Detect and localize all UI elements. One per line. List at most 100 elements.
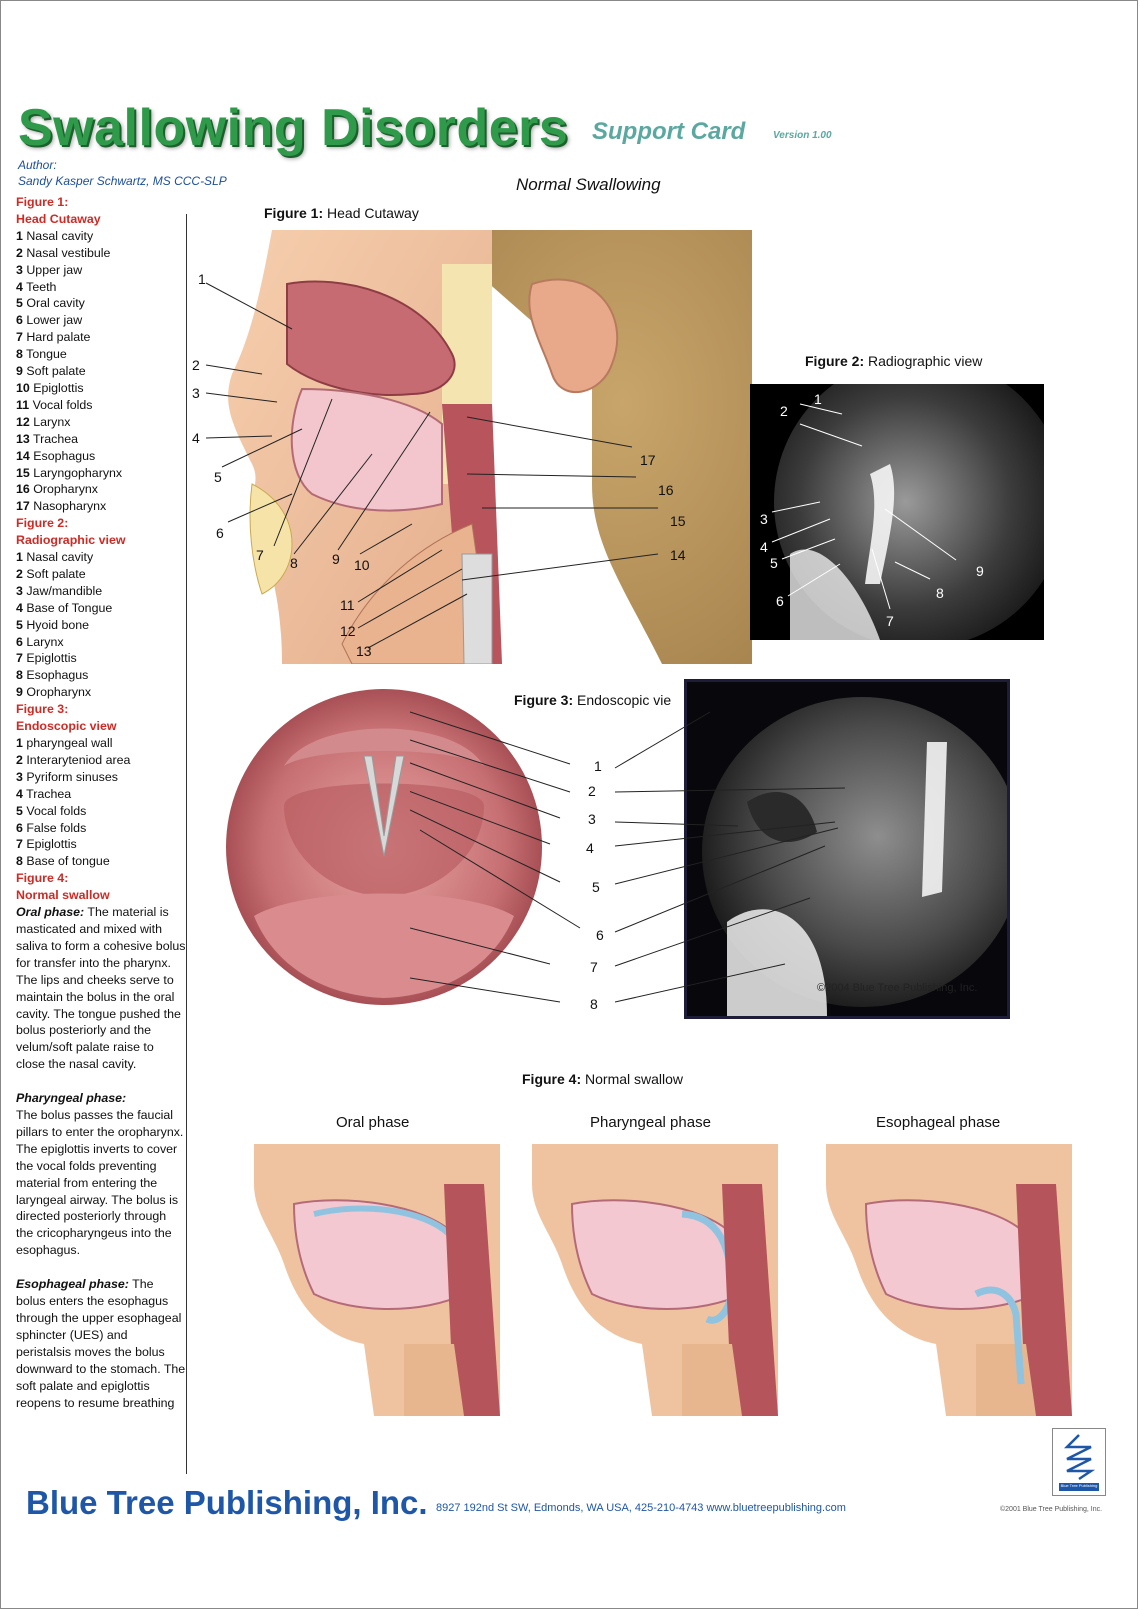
fig3-leader-line — [614, 787, 846, 793]
legend-item-label: pharyngeal wall — [26, 736, 113, 750]
legend-item-number: 3 — [16, 583, 23, 598]
fig1-leader-line — [227, 493, 293, 523]
legend-item-number: 1 — [16, 736, 23, 750]
fig2-leader-line — [771, 518, 831, 543]
fig1-legend-subtitle: Head Cutaway — [16, 211, 101, 226]
legend-item-label: Epiglottis — [26, 837, 77, 852]
page-subtitle: Support Card — [592, 118, 746, 145]
fig1-callout: 7 — [256, 547, 264, 563]
footer-copyright: ©2001 Blue Tree Publishing, Inc. — [1000, 1506, 1103, 1513]
legend-item-label: Hyoid bone — [26, 617, 90, 632]
fig3-leader-line — [614, 821, 739, 827]
fig3-leader-line — [410, 762, 561, 819]
fig2-caption: Figure 2: Radiographic view — [805, 353, 982, 369]
spacer — [16, 1259, 186, 1276]
fig3-leader-line — [410, 927, 551, 965]
legend-item: 5 Oral cavity — [16, 295, 186, 312]
legend-item-label: Nasal vestibule — [26, 245, 111, 260]
fig1-caption-label: Head Cutaway — [327, 205, 419, 221]
legend-item: 1 Nasal cavity — [16, 228, 186, 245]
legend-item-label: Pyriform sinuses — [26, 769, 118, 784]
endoscopic-illustration — [226, 689, 542, 1005]
footer-brand: Blue Tree Publishing, Inc. — [26, 1484, 428, 1521]
fig2-legend-title: Figure 2: — [16, 516, 69, 531]
legend-item-number: 12 — [16, 414, 30, 429]
fig3-leader-line — [419, 829, 581, 929]
fig1-callout: 17 — [640, 452, 656, 468]
legend-item: 2 Soft palate — [16, 566, 186, 583]
legend-item-label: Esophagus — [33, 448, 96, 463]
fig3-endoscope-photo: ©2004 Blue Tree Publishing, Inc. — [684, 679, 1010, 1019]
fig2-leader-line — [781, 538, 836, 560]
fig2-radiograph: 1 2 3 4 5 6 7 8 9 — [750, 384, 1044, 640]
fig1-head-cutaway: 1 2 3 4 5 6 7 8 9 10 11 12 13 14 15 16 1… — [192, 224, 752, 664]
fig2-leader-line — [894, 561, 931, 580]
legend-item-label: Jaw/mandible — [26, 583, 103, 598]
legend-item-number: 7 — [16, 651, 23, 666]
legend-item-label: Vocal folds — [26, 803, 87, 818]
legend-item-number: 11 — [16, 397, 30, 412]
tree-logo-icon — [1059, 1434, 1099, 1491]
fig2-callout: 6 — [776, 593, 784, 609]
fig1-caption-prefix: Figure 1: — [264, 205, 324, 221]
legend-item-number: 7 — [16, 330, 23, 345]
fig2-leader-line — [799, 403, 843, 415]
fig3-watermark: ©2004 Blue Tree Publishing, Inc. — [817, 982, 978, 994]
fig2-callout: 2 — [780, 403, 788, 419]
legend-item-label: Oropharynx — [33, 482, 98, 497]
legend-item-label: Interaryteniod area — [26, 752, 131, 767]
fig2-callout: 7 — [886, 613, 894, 629]
spacer — [16, 1073, 186, 1090]
fig3-leader-line — [410, 739, 571, 793]
fig1-leader-line — [205, 364, 263, 375]
fig1-leader-line — [273, 398, 333, 547]
fig1-leader-line — [205, 392, 278, 403]
fig1-callout: 4 — [192, 430, 200, 446]
oral-phase-title: Oral phase: — [16, 905, 85, 920]
legend-item-number: 10 — [16, 380, 30, 395]
legend-item: 12 Larynx — [16, 414, 186, 431]
fig3-leader-line — [614, 845, 826, 933]
legend-item-label: Esophagus — [26, 668, 89, 683]
fig3-callout: 6 — [596, 927, 604, 943]
legend-item: 15 Laryngopharynx — [16, 465, 186, 482]
fig1-leader-line — [357, 549, 443, 603]
legend-item-number: 5 — [16, 803, 23, 818]
legend-item: 7 Hard palate — [16, 329, 186, 346]
legend-item: 8 Tongue — [16, 346, 186, 363]
fig3-callout: 8 — [590, 996, 598, 1012]
legend-item-number: 9 — [16, 364, 23, 379]
footer-address: 8927 192nd St SW, Edmonds, WA USA, 425-2… — [436, 1502, 846, 1514]
esophageal-phase-text: The bolus enters the esophagus through t… — [16, 1277, 186, 1410]
legend-item: 4 Teeth — [16, 279, 186, 296]
fig3-legend-title: Figure 3: — [16, 702, 69, 717]
legend-item-label: Nasal cavity — [26, 550, 94, 565]
legend-item: 11 Vocal folds — [16, 397, 186, 414]
page-title: Swallowing Disorders — [18, 99, 569, 157]
legend-item-number: 2 — [16, 245, 23, 260]
logo-text: Blue Tree Publishing — [1060, 1483, 1098, 1488]
legend-item-number: 3 — [16, 769, 23, 784]
fig1-callout: 3 — [192, 385, 200, 401]
fig1-callout: 11 — [340, 597, 355, 613]
legend-item-number: 9 — [16, 685, 23, 700]
fig1-leader-line — [466, 473, 637, 478]
legend-item-label: Larynx — [26, 634, 64, 649]
fig1-callout: 8 — [290, 555, 298, 571]
head-cutaway-illustration — [205, 230, 752, 664]
legend-item: 17 Nasopharynx — [16, 498, 186, 515]
fig3-caption: Figure 3: Endoscopic vie — [514, 692, 671, 708]
fig3-leader-line — [410, 711, 571, 765]
legend-item-label: Upper jaw — [26, 262, 83, 277]
fig1-leader-line — [205, 282, 293, 330]
legend-item: 9 Soft palate — [16, 363, 186, 380]
legend-item: 3 Upper jaw — [16, 262, 186, 279]
oral-phase-description: Oral phase: The material is masticated a… — [16, 904, 186, 1073]
fig1-leader-line — [359, 523, 413, 555]
legend-item-label: Oral cavity — [26, 296, 85, 311]
fig1-leader-line — [221, 428, 303, 468]
legend-item: 9 Oropharynx — [16, 684, 186, 701]
legend-item: 14 Esophagus — [16, 448, 186, 465]
